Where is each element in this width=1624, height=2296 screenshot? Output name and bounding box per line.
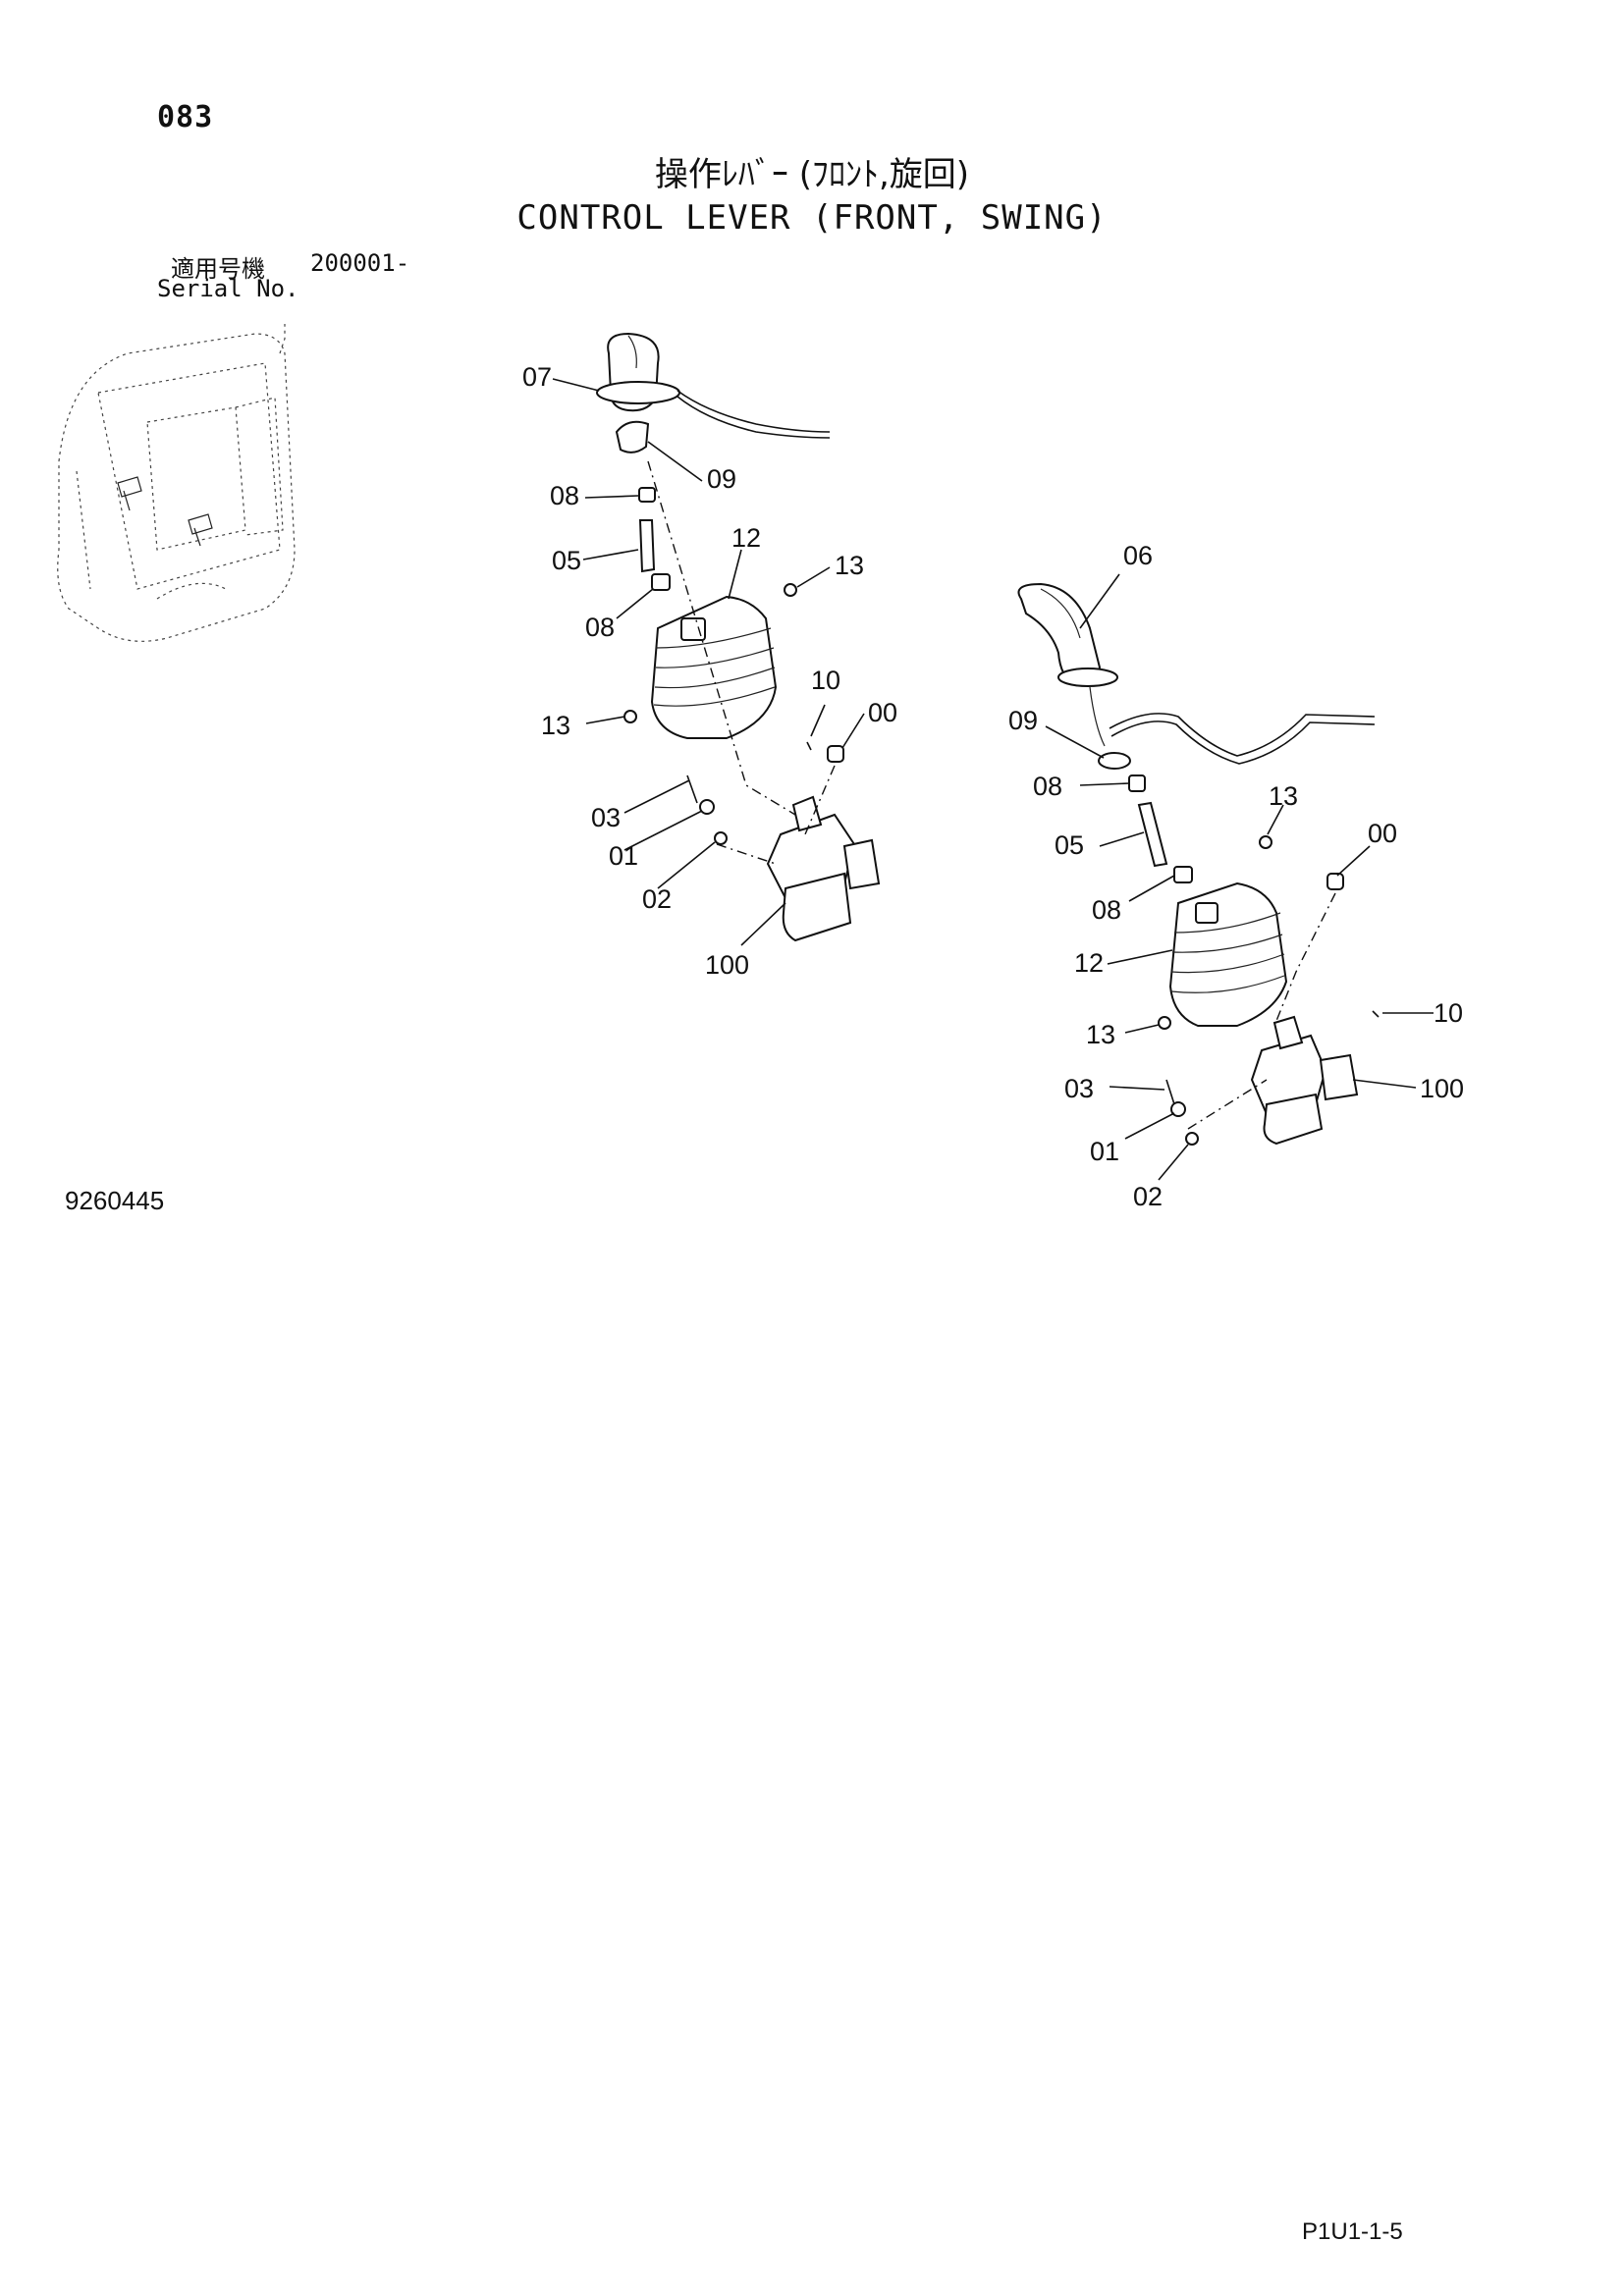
callout-left-08-lower: 08 [585, 613, 615, 642]
callout-right-02: 02 [1133, 1182, 1163, 1211]
serial-label-japanese: 適用号機 [171, 255, 265, 283]
callout-left-08-upper: 08 [550, 481, 579, 510]
callout-right-100: 100 [1420, 1074, 1464, 1103]
serial-number-value: 200001- [310, 249, 410, 277]
page-reference: P1U1-1-5 [1302, 2218, 1403, 2245]
callout-right-09: 09 [1008, 706, 1038, 735]
callout-right-13-upper: 13 [1269, 781, 1298, 811]
callout-left-09: 09 [707, 464, 736, 494]
serial-label-english: Serial No. [157, 275, 299, 302]
callout-left-13-upper: 13 [835, 551, 864, 580]
callout-right-08-lower: 08 [1092, 895, 1121, 925]
callout-left-100: 100 [705, 950, 749, 980]
callout-left-00: 00 [868, 698, 897, 727]
left-lever-assembly: 07 09 08 05 12 13 08 13 10 00 03 01 02 1… [522, 332, 897, 980]
callout-right-05: 05 [1055, 830, 1084, 860]
callout-left-13-lower: 13 [541, 711, 570, 740]
callout-right-01: 01 [1090, 1137, 1119, 1166]
callout-right-13-lower: 13 [1086, 1020, 1115, 1049]
callout-right-10: 10 [1434, 998, 1463, 1028]
callout-left-05: 05 [552, 546, 581, 575]
illustration-number: 9260445 [65, 1186, 165, 1215]
callout-left-12: 12 [731, 523, 761, 553]
callout-right-03: 03 [1064, 1074, 1094, 1103]
callout-right-08-upper: 08 [1033, 772, 1062, 801]
callout-left-02: 02 [642, 884, 672, 914]
callout-left-03: 03 [591, 803, 621, 832]
right-lever-assembly: 06 09 08 13 05 00 08 12 10 13 100 03 01 … [1008, 541, 1464, 1211]
callout-left-10: 10 [811, 666, 840, 695]
callout-right-12: 12 [1074, 948, 1104, 978]
callout-left-07: 07 [522, 362, 552, 392]
callout-right-00: 00 [1368, 819, 1397, 848]
page-number: 083 [157, 100, 214, 134]
callout-right-06: 06 [1123, 541, 1153, 570]
title-japanese: 操作ﾚﾊﾞｰ (ﾌﾛﾝﾄ,旋回) [654, 155, 970, 194]
cab-location-illustration [57, 324, 296, 642]
title-english: CONTROL LEVER (FRONT, SWING) [516, 198, 1108, 238]
callout-left-01: 01 [609, 841, 638, 871]
